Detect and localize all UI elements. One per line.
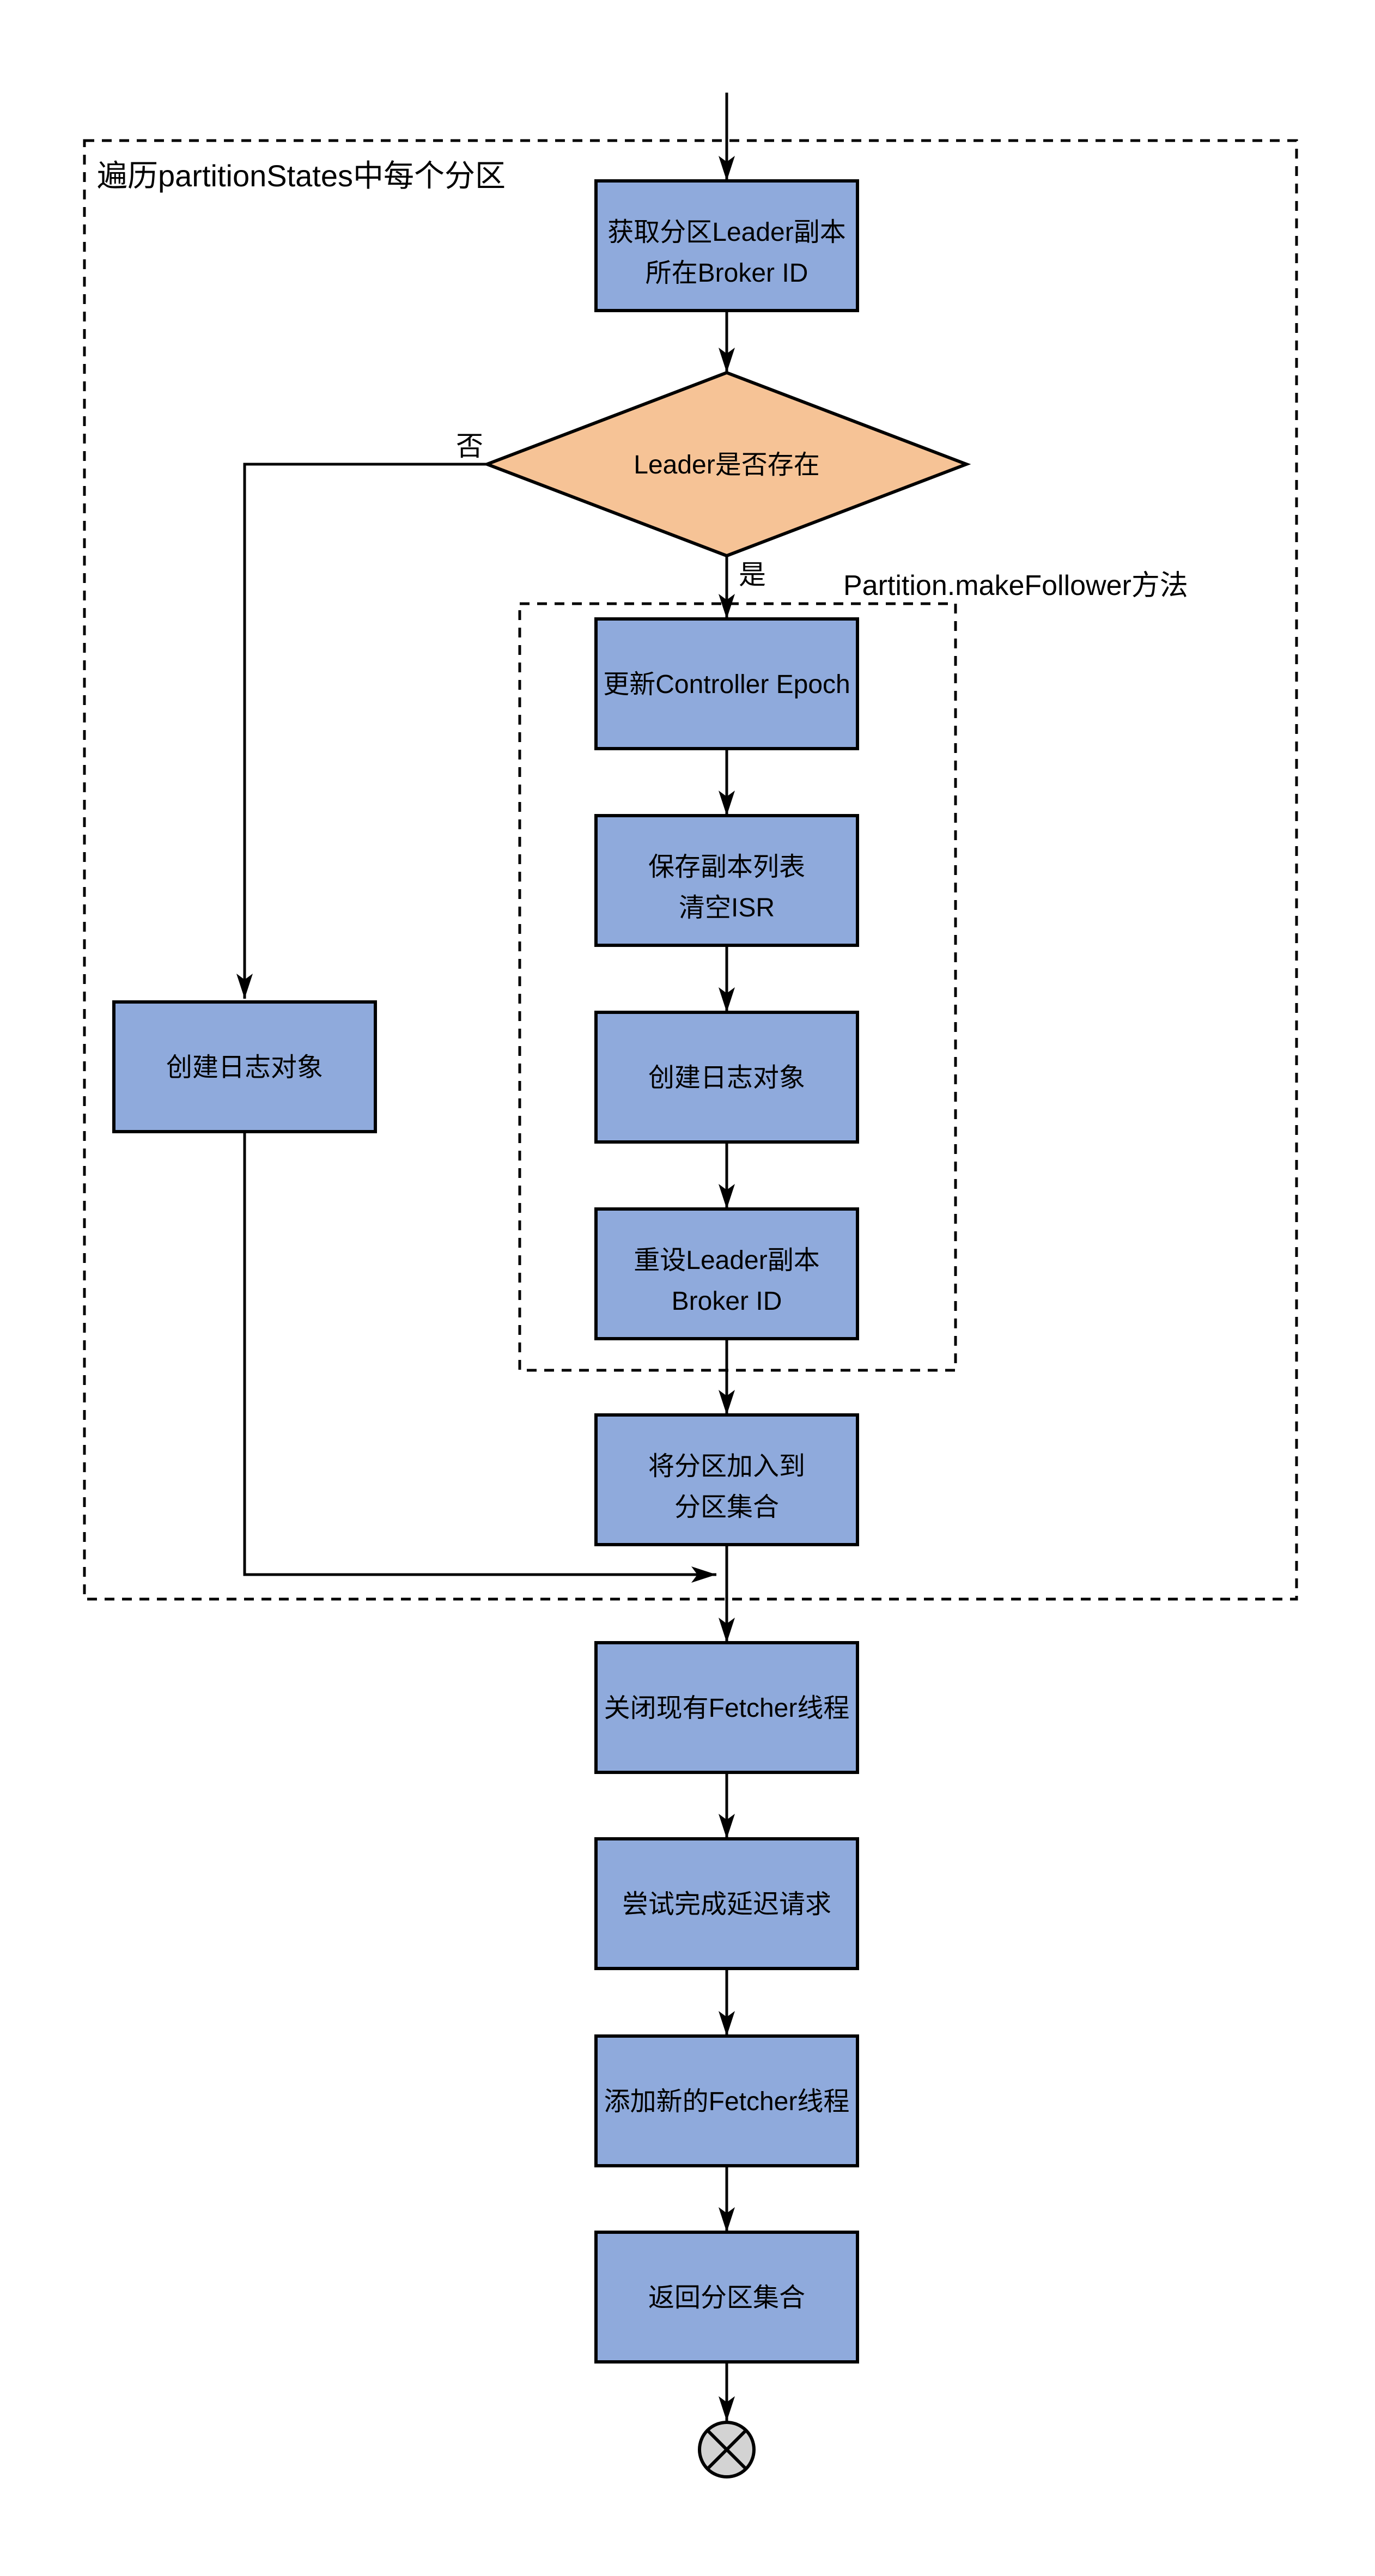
process-node-fetch-broker: 获取分区Leader副本 所在Broker ID [594, 179, 859, 312]
process-node-create-log-left: 创建日志对象 [112, 1000, 377, 1133]
branch-label-no: 否 [456, 431, 483, 461]
process-box-add-partition [594, 1413, 859, 1546]
process-label: 尝试完成延迟请求 [622, 1890, 831, 1919]
process-label-line: 清空ISR [679, 894, 775, 922]
connector-create-log-left-to-merge [243, 1132, 716, 1583]
process-box-close-fetcher [594, 1641, 859, 1774]
process-label-line: 将分区加入到 [648, 1452, 805, 1481]
process-label-line: 获取分区Leader副本 [607, 218, 845, 247]
process-node-reset-leader: 重设Leader副本 Broker ID [594, 1207, 859, 1340]
process-node-add-fetcher: 添加新的Fetcher线程 [594, 2034, 859, 2167]
process-label: 添加新的Fetcher线程 [604, 2087, 850, 2116]
process-box-update-epoch [594, 617, 859, 750]
process-box-fetch-broker [594, 179, 859, 312]
process-label-line: 保存副本列表 [648, 853, 805, 882]
process-label: 返回分区集合 [648, 2283, 805, 2312]
process-label: 创建日志对象 [166, 1053, 323, 1082]
process-label: 关闭现有Fetcher线程 [604, 1694, 850, 1723]
decision-label: Leader是否存在 [634, 451, 819, 479]
inner-method-boundary [518, 602, 957, 1372]
process-box-add-fetcher [594, 2034, 859, 2167]
decision-node-leader-exists: Leader是否存在 [482, 370, 971, 558]
process-label-line: 重设Leader副本 [634, 1246, 819, 1275]
outer-loop-boundary [83, 139, 1298, 1601]
process-label: 更新Controller Epoch [603, 670, 850, 699]
process-label-line: 分区集合 [674, 1493, 779, 1522]
process-node-add-partition: 将分区加入到 分区集合 [594, 1413, 859, 1546]
process-label-line: 所在Broker ID [646, 259, 808, 288]
process-node-close-fetcher: 关闭现有Fetcher线程 [594, 1641, 859, 1774]
inner-method-label: Partition.makeFollower方法 [843, 570, 1188, 602]
process-box-return-partitions [594, 2231, 859, 2364]
process-box-save-replicas [594, 814, 859, 947]
branch-label-yes: 是 [739, 560, 766, 590]
decision-diamond-leader-exists [482, 370, 971, 558]
outer-loop-label: 遍历partitionStates中每个分区 [97, 159, 506, 193]
process-node-complete-delayed: 尝试完成延迟请求 [594, 1837, 859, 1970]
process-node-create-log-inner: 创建日志对象 [594, 1011, 859, 1144]
end-terminator [698, 2421, 756, 2478]
process-box-complete-delayed [594, 1837, 859, 1970]
process-node-return-partitions: 返回分区集合 [594, 2231, 859, 2364]
process-box-reset-leader [594, 1207, 859, 1340]
process-label-line: Broker ID [672, 1287, 782, 1316]
process-node-update-epoch: 更新Controller Epoch [594, 617, 859, 750]
end-terminator-cross-line [706, 2429, 747, 2470]
process-node-save-replicas: 保存副本列表 清空ISR [594, 814, 859, 947]
connector-no-branch-to-create-log-left [236, 463, 487, 999]
process-label: 创建日志对象 [648, 1064, 805, 1092]
process-box-create-log-inner [594, 1011, 859, 1144]
process-box-create-log-left [112, 1000, 377, 1133]
